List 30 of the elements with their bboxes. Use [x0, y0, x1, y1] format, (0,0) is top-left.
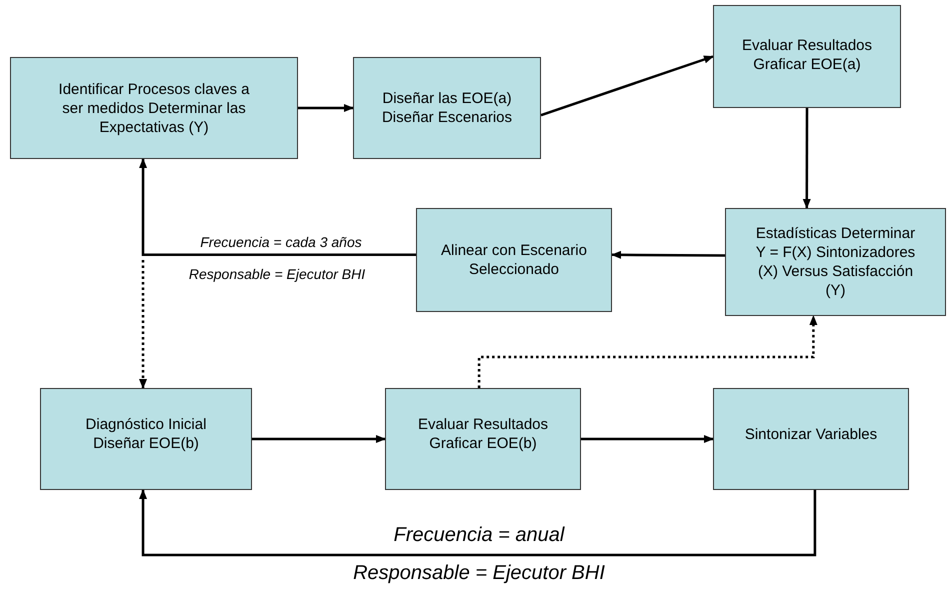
arrow [298, 104, 354, 112]
box-text: Diseñar las EOE(a) Diseñar Escenarios [380, 89, 514, 127]
box-text: Evaluar Resultados Graficar EOE(a) [740, 36, 874, 74]
process-box [713, 388, 909, 490]
process-box [40, 388, 252, 490]
arrow [581, 435, 714, 443]
box-text: Alinear con Escenario Seleccionado [440, 241, 588, 279]
dotted-arrow [139, 260, 148, 389]
box-text: Evaluar Resultados Graficar EOE(b) [416, 415, 550, 453]
edge-label: Frecuencia = anual [394, 524, 564, 547]
box-text: Diagnóstico Inicial Diseñar EOE(b) [84, 415, 208, 453]
process-box [385, 388, 581, 490]
arrow [252, 435, 386, 443]
box-text: Estadísticas Determinar Y = F(X) Sintonizadores (X) Versus Satisfacción (Y) [754, 224, 916, 300]
box-text: Sintonizar Variables [744, 425, 878, 444]
arrow [611, 250, 725, 259]
process-box [725, 208, 946, 316]
arrow [139, 158, 416, 256]
process-box [10, 57, 298, 159]
arrow [540, 55, 714, 116]
process-box [353, 57, 541, 159]
box-text: Identificar Procesos claves a ser medidos Determinar las Expectativas (Y) [58, 80, 250, 136]
arrow [139, 489, 816, 556]
note-text: Responsable = Ejecutor BHI [353, 562, 605, 585]
process-box [416, 208, 612, 312]
note-text: Responsable = Ejecutor BHI [188, 266, 366, 282]
edge-label: Frecuencia = cada 3 años [200, 234, 362, 250]
arrow [802, 108, 811, 209]
process-box [713, 5, 901, 108]
dotted-arrow [478, 315, 818, 388]
